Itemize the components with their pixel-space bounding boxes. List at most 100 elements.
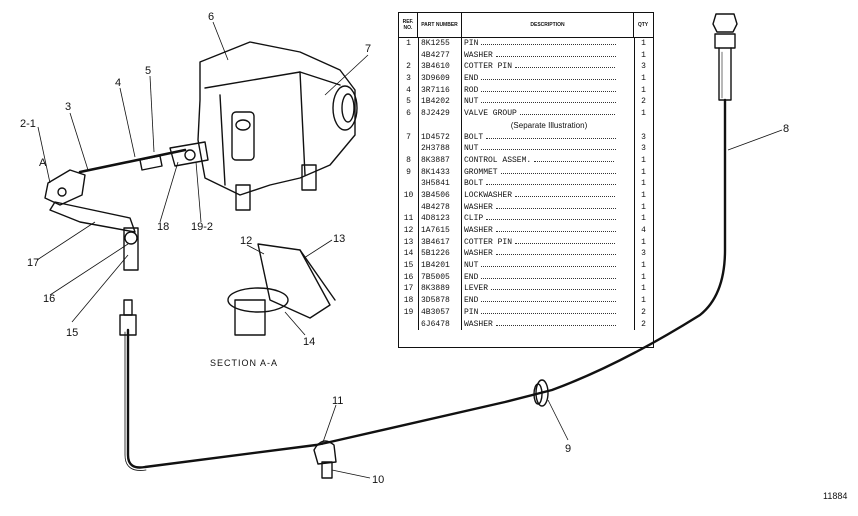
row-description-text: END xyxy=(464,74,479,84)
row-qty: 3 xyxy=(634,248,652,261)
leader-dots xyxy=(481,272,617,279)
row-description-text: NUT xyxy=(464,261,479,271)
leader-dots xyxy=(491,283,617,291)
row-part-number: 3H5841 xyxy=(418,178,462,190)
row-part-number: 5B1226 xyxy=(418,248,462,261)
row-description: END xyxy=(462,272,634,284)
row-part-number: 1B4202 xyxy=(418,96,462,109)
leader-dots xyxy=(481,96,617,104)
row-part-number: 8K3887 xyxy=(418,154,462,167)
callout-17: 17 xyxy=(27,257,39,269)
table-row: (Separate Illustration) xyxy=(399,119,653,132)
section-detail xyxy=(257,243,331,319)
row-qty: 1 xyxy=(634,189,652,202)
row-description: NUT xyxy=(462,143,634,155)
row-description: WASHER xyxy=(462,225,634,237)
leader-dots xyxy=(500,167,616,174)
row-description-text: CLIP xyxy=(464,214,484,224)
leader-dots xyxy=(486,178,617,186)
callout-6: 6 xyxy=(208,11,214,23)
row-qty: 1 xyxy=(634,283,652,296)
row-qty: 3 xyxy=(634,131,652,144)
row-qty: 1 xyxy=(634,213,652,225)
callout-16: 16 xyxy=(43,293,55,305)
row-qty: 1 xyxy=(634,49,652,62)
row-description: WASHER xyxy=(462,319,634,331)
cable-clip xyxy=(313,440,337,465)
row-qty: 1 xyxy=(634,178,652,190)
row-part-number: 6J6478 xyxy=(418,318,462,331)
row-qty: 1 xyxy=(634,38,652,50)
row-qty: 1 xyxy=(634,84,652,97)
leader-dots xyxy=(486,132,617,139)
leader-dots xyxy=(481,143,617,151)
row-ref: 18 xyxy=(403,296,414,306)
callout-12: 12 xyxy=(240,235,252,247)
row-description: PIN xyxy=(462,38,634,50)
leader-dots xyxy=(515,61,616,69)
row-ref: 11 xyxy=(403,214,414,224)
row-part-number: 4D8123 xyxy=(418,213,462,225)
row-description-text: NUT xyxy=(464,97,479,107)
row-description: BOLT xyxy=(462,132,634,144)
row-ref: 2 xyxy=(406,62,411,72)
row-ref: 16 xyxy=(403,272,414,282)
row-ref xyxy=(399,319,418,331)
row-description-text: END xyxy=(464,272,479,282)
row-qty: 2 xyxy=(634,318,652,331)
header-description: DESCRIPTION xyxy=(462,13,634,37)
row-qty: 1 xyxy=(634,73,652,85)
callout-4: 4 xyxy=(115,77,121,89)
cable-knob xyxy=(712,13,738,33)
leader-dots xyxy=(481,73,617,81)
callout-11: 11 xyxy=(332,395,343,407)
row-description: END xyxy=(462,73,634,85)
header-ref: REF. NO. xyxy=(399,13,418,37)
callout-a: A xyxy=(39,157,47,169)
leader-dots xyxy=(481,307,617,314)
row-part-number: 3B4617 xyxy=(418,236,462,249)
row-description: VALVE GROUP xyxy=(462,108,634,120)
row-description-text: CONTROL ASSEM. xyxy=(464,155,532,165)
callout-19-2: 19-2 xyxy=(191,221,213,233)
leader-dots xyxy=(515,190,616,197)
header-part: PART NUMBER xyxy=(418,13,462,37)
row-part-number: 1A7615 xyxy=(418,225,462,237)
callout-9: 9 xyxy=(565,443,571,455)
callout-5: 5 xyxy=(145,65,151,77)
row-description-text: PIN xyxy=(464,307,479,317)
row-qty: 3 xyxy=(634,61,652,74)
row-description-text: WASHER xyxy=(464,319,493,329)
row-part-number: 3B4610 xyxy=(418,61,462,74)
callout-10: 10 xyxy=(372,474,384,486)
row-description: ROD xyxy=(462,85,634,97)
cable-fitting-top xyxy=(714,33,736,49)
row-description: COTTER PIN xyxy=(462,61,634,73)
row-part-number: 3B4506 xyxy=(418,189,462,202)
row-qty: 2 xyxy=(634,306,652,319)
row-part-number: 8K3889 xyxy=(418,283,462,296)
leader-dots xyxy=(495,248,616,256)
lever xyxy=(49,201,136,233)
row-part-number: 1D4572 xyxy=(418,131,462,144)
row-ref: 4 xyxy=(406,85,411,95)
row-description-text: COTTER PIN xyxy=(464,62,513,72)
row-description: COTTER PIN xyxy=(462,237,634,249)
callout-3: 3 xyxy=(65,101,71,113)
callout-14: 14 xyxy=(303,336,315,348)
leader-dots xyxy=(481,85,617,92)
